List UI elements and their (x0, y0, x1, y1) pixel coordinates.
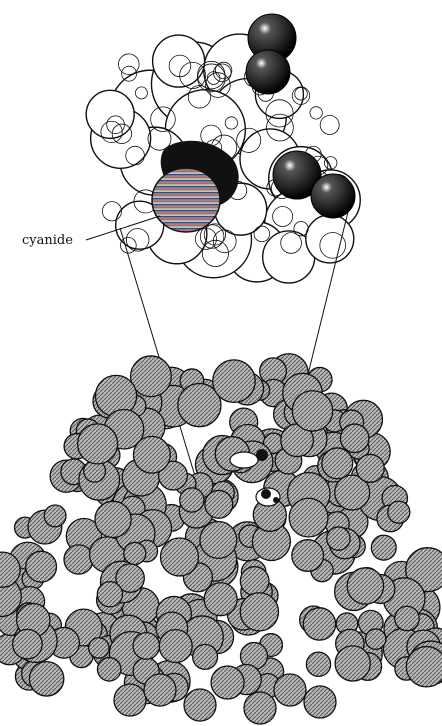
protein-blob (184, 689, 216, 721)
protein-blob (244, 692, 276, 724)
cyanide-label: cyanide (22, 233, 73, 248)
protein-blob (340, 424, 368, 452)
protein-blob (89, 638, 109, 658)
protein-blob (29, 662, 63, 696)
protein-blob (44, 505, 66, 527)
protein-blob (95, 501, 131, 537)
closeup-bump (320, 115, 339, 134)
protein-blob (327, 527, 350, 550)
atom-sphere (311, 174, 355, 218)
protein-blob (124, 542, 146, 564)
closeup-blob (86, 90, 134, 138)
protein-surface (0, 354, 442, 724)
protein-blob (133, 436, 170, 473)
protein-blob (13, 629, 43, 659)
protein-blob (322, 448, 353, 479)
protein-blob (193, 644, 218, 669)
protein-blob (144, 674, 176, 706)
closeup-blob (306, 215, 354, 263)
protein-blob (388, 501, 410, 523)
protein-blob (365, 629, 385, 649)
closeup-bump (102, 202, 121, 221)
closeup-blob (153, 35, 205, 87)
protein-blob (159, 630, 192, 663)
protein-blob (78, 424, 118, 464)
protein-blob (292, 540, 324, 572)
protein-blob (205, 490, 233, 518)
protein-blob (161, 538, 199, 576)
protein-blob (303, 608, 335, 640)
protein-blob (114, 684, 146, 716)
protein-blob (200, 522, 237, 559)
protein-blob (335, 646, 370, 681)
protein-blob (204, 583, 237, 616)
protein-blob (274, 674, 306, 706)
cyanide-blob (152, 168, 220, 232)
closeup-bump (310, 107, 322, 119)
protein-blob (406, 647, 442, 687)
protein-blob (395, 606, 419, 630)
protein-blob (304, 686, 336, 718)
protein-blob (180, 488, 204, 512)
protein-blob (64, 545, 93, 574)
atom-sphere (246, 50, 290, 94)
protein-blob (292, 391, 332, 431)
protein-blob (213, 360, 255, 402)
protein-blob (131, 356, 172, 397)
protein-blob (240, 593, 278, 631)
protein-blob (289, 498, 328, 537)
protein-blob (97, 658, 120, 681)
protein-blob (97, 582, 122, 607)
protein-blob (356, 454, 384, 482)
protein-blob (26, 551, 57, 582)
protein-blob (371, 535, 396, 560)
protein-blob (133, 633, 160, 660)
protein-blob (211, 666, 244, 699)
protein-blob (240, 567, 269, 596)
protein-blob (347, 568, 383, 604)
protein-blob (306, 652, 330, 676)
